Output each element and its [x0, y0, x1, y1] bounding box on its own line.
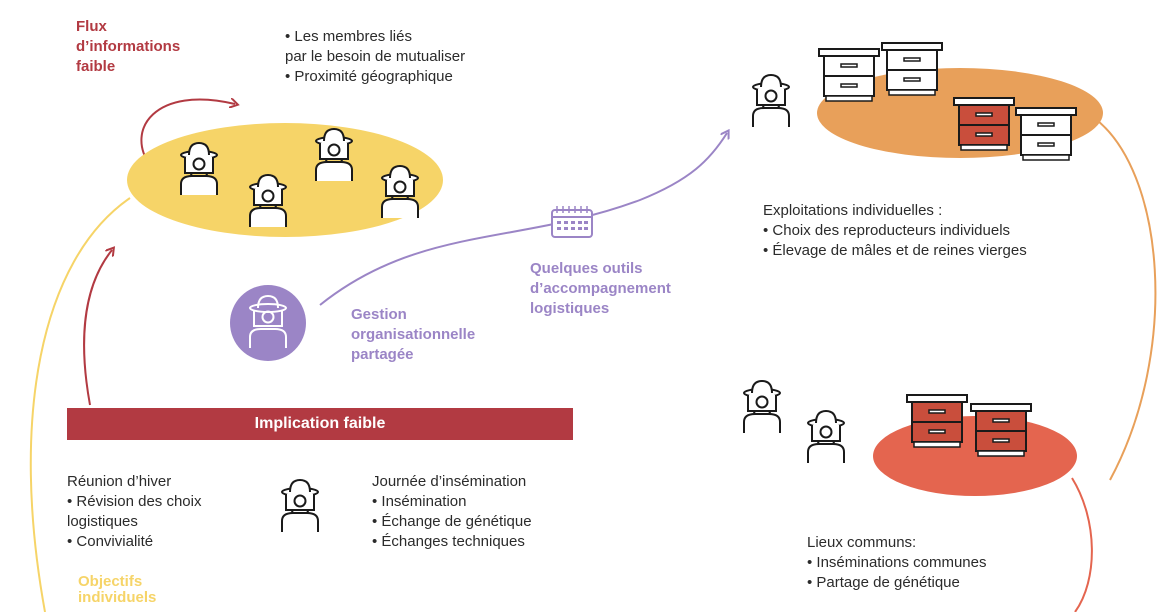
calendar-icon: [551, 206, 593, 238]
beekeeper-icon: [281, 479, 319, 533]
beehive-icon: [881, 42, 943, 96]
beehive-icon: [906, 394, 968, 448]
tools-label: Quelques outils d’accompagnement logisti…: [530, 259, 671, 319]
flux-line: faible: [76, 58, 116, 75]
gestion-line: organisationnelle: [351, 326, 476, 343]
reunion-line: logistiques: [67, 513, 138, 530]
members-line: • Les membres liés: [285, 28, 412, 45]
gestion-label: Gestion organisationnelle partagée: [351, 305, 475, 365]
reunion-line: • Convivialité: [67, 533, 154, 550]
beekeeper-icon: [743, 380, 781, 434]
implication-banner: Implication faible: [67, 408, 573, 440]
left-yellow-loop: [29, 197, 131, 612]
right-red-loop: [1071, 477, 1093, 612]
exploitations-text: Exploitations individuelles : • Choix de…: [763, 201, 1027, 261]
beekeeper-icon: [807, 410, 845, 464]
tools-line: d’accompagnement: [530, 280, 671, 297]
implication-arrow: [83, 250, 112, 406]
flux-label: Flux d’informations faible: [76, 17, 180, 77]
beehive-icon: [953, 97, 1015, 151]
lieux-text: Lieux communs: • Inséminations communes …: [807, 533, 987, 593]
beehive-icon: [818, 48, 880, 102]
reunion-line: • Révision des choix: [67, 493, 202, 510]
flux-line: Flux: [76, 18, 107, 35]
tools-line: Quelques outils: [530, 260, 643, 277]
reunion-text: Réunion d’hiver • Révision des choix log…: [67, 472, 201, 552]
exploitations-line: • Choix des reproducteurs individuels: [763, 222, 1011, 239]
journee-text: Journée d’insémination • Insémination • …: [372, 472, 532, 552]
exploitations-line: Exploitations individuelles :: [763, 202, 943, 219]
beehive-icon: [970, 403, 1032, 457]
reunion-line: Réunion d’hiver: [67, 473, 172, 490]
objectifs-label: Objectifs individuels: [78, 574, 156, 606]
gestion-line: partagée: [351, 346, 414, 363]
members-line: • Proximité géographique: [285, 68, 453, 85]
journee-line: Journée d’insémination: [372, 473, 527, 490]
beehive-icon: [1015, 107, 1077, 161]
lieux-line: Lieux communs:: [807, 534, 917, 551]
lieux-line: • Inséminations communes: [807, 554, 987, 571]
objectifs-line: individuels: [78, 589, 157, 606]
information-flow-arrow: [140, 99, 235, 166]
journee-line: • Échanges techniques: [372, 533, 525, 550]
lieux-line: • Partage de génétique: [807, 574, 960, 591]
journee-line: • Insémination: [372, 493, 467, 510]
flux-line: d’informations: [76, 38, 181, 55]
right-orange-loop: [1092, 116, 1157, 481]
members-line: par le besoin de mutualiser: [285, 48, 466, 65]
exploitations-line: • Élevage de mâles et de reines vierges: [763, 242, 1027, 259]
journee-line: • Échange de génétique: [372, 513, 532, 530]
tools-line: logistiques: [530, 300, 610, 317]
members-text: • Les membres liés par le besoin de mutu…: [285, 27, 465, 87]
gestion-line: Gestion: [351, 306, 407, 323]
objectifs-line: Objectifs: [78, 573, 143, 590]
beekeeper-icon: [752, 74, 790, 128]
